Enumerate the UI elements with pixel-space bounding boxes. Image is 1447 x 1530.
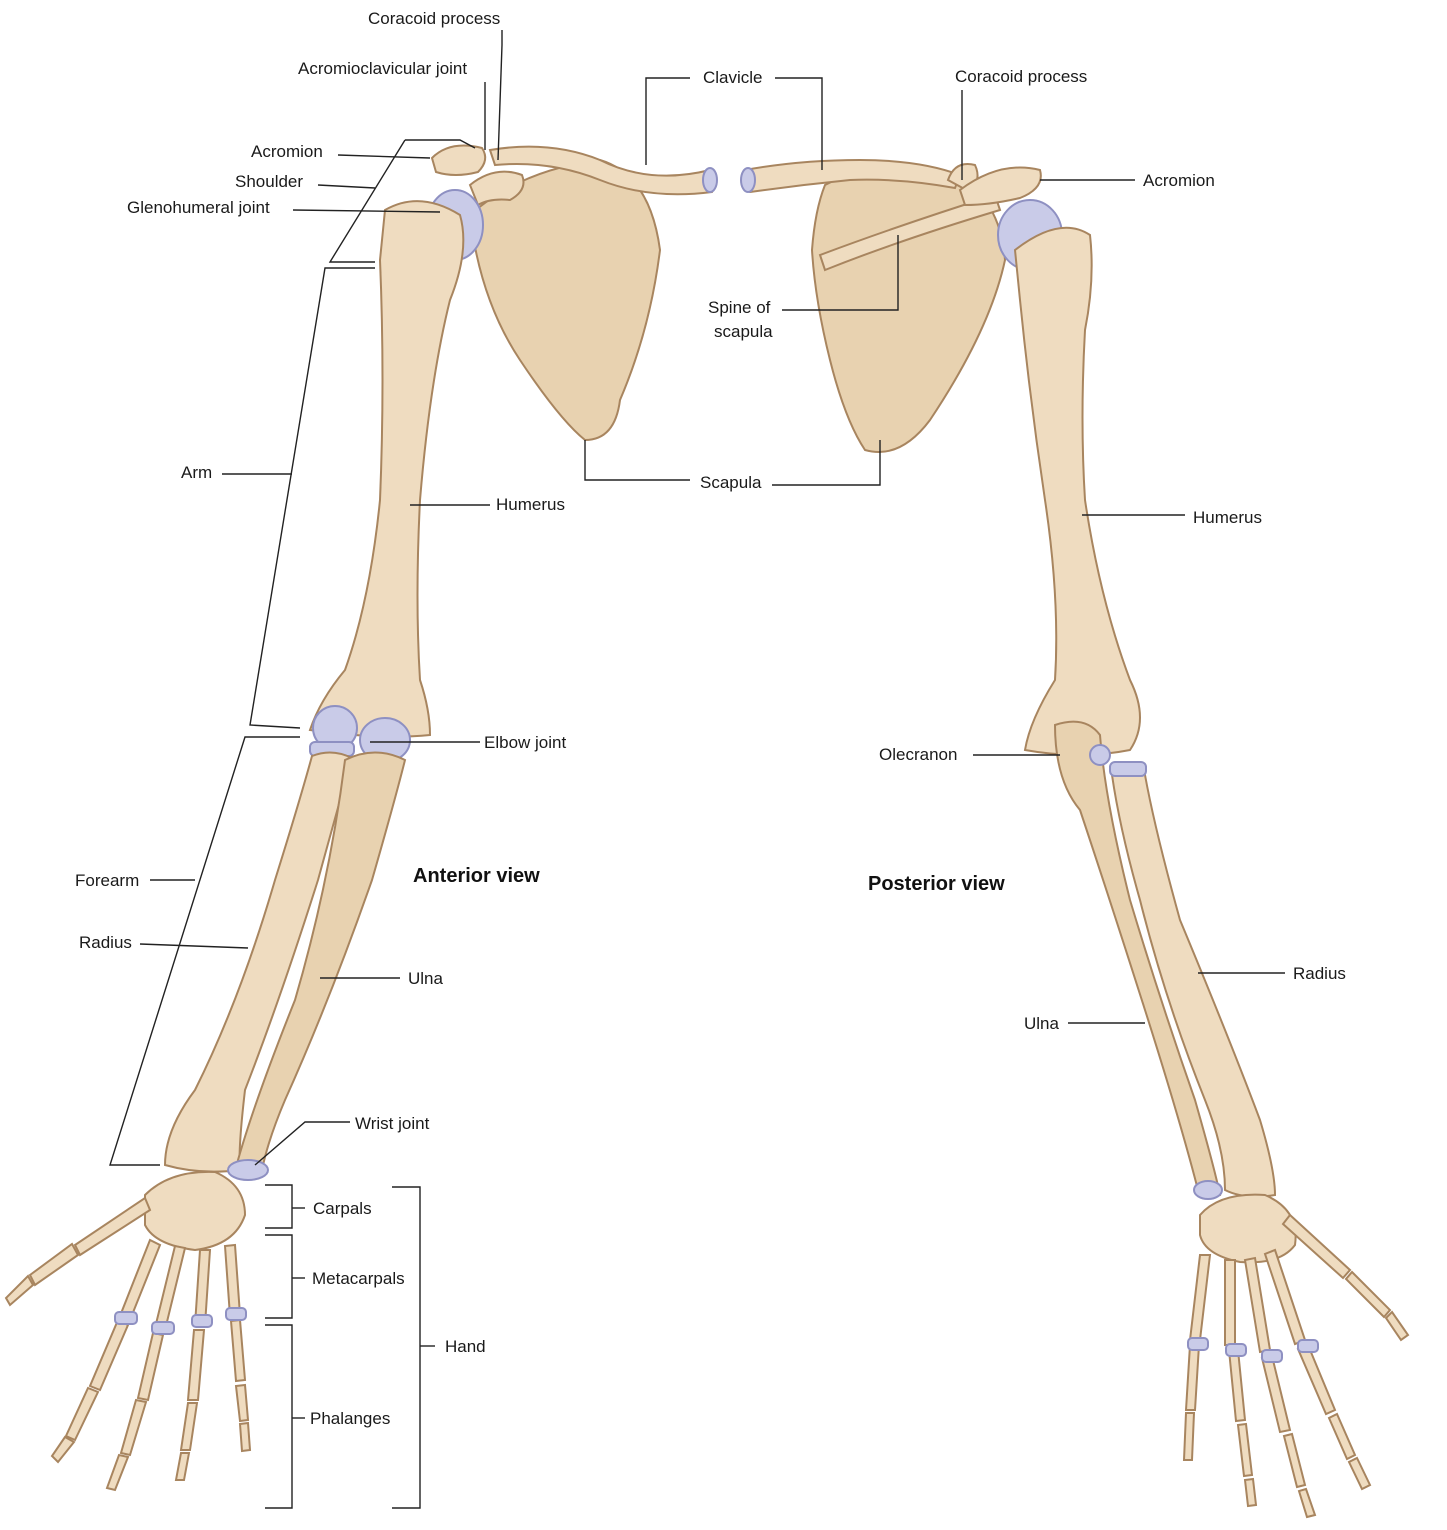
posterior-elbow-cartilage	[1090, 745, 1110, 765]
label-posterior-radius: Radius	[1293, 964, 1346, 983]
label-arm: Arm	[181, 463, 212, 482]
label-metacarpals: Metacarpals	[312, 1269, 405, 1288]
posterior-carpals-bone	[1200, 1195, 1296, 1263]
label-clavicle: Clavicle	[703, 68, 763, 87]
posterior-view-title: Posterior view	[868, 873, 1005, 895]
label-anterior-ulna: Ulna	[408, 969, 444, 988]
label-anterior-radius: Radius	[79, 933, 132, 952]
label-anterior-coracoid-process: Coracoid process	[368, 9, 500, 28]
posterior-bones	[703, 160, 1408, 1517]
label-phalanges: Phalanges	[310, 1409, 390, 1428]
anterior-clavicle-cartilage	[703, 168, 717, 192]
label-acromioclavicular-joint: Acromioclavicular joint	[298, 59, 467, 78]
anterior-wrist-cartilage	[228, 1160, 268, 1180]
label-hand: Hand	[445, 1337, 486, 1356]
anterior-carpals-bone	[145, 1172, 245, 1250]
label-spine-of-scapula-line2: scapula	[714, 322, 773, 341]
label-posterior-acromion: Acromion	[1143, 171, 1215, 190]
label-glenohumeral-joint: Glenohumeral joint	[127, 198, 270, 217]
label-posterior-ulna: Ulna	[1024, 1014, 1060, 1033]
label-carpals: Carpals	[313, 1199, 372, 1218]
anterior-bones	[6, 146, 715, 1490]
leader-lines	[110, 30, 1285, 1508]
posterior-humerus-bone	[1015, 228, 1140, 755]
label-scapula: Scapula	[700, 473, 762, 492]
anterior-humerus-bone	[310, 201, 463, 737]
label-anterior-acromion: Acromion	[251, 142, 323, 161]
label-shoulder: Shoulder	[235, 172, 303, 191]
posterior-clavicle-cartilage	[741, 168, 755, 192]
label-anterior-humerus: Humerus	[496, 495, 565, 514]
anterior-scapula-bone	[470, 160, 660, 440]
posterior-fingers	[1184, 1215, 1408, 1517]
label-spine-of-scapula-line1: Spine of	[708, 298, 771, 317]
label-posterior-coracoid-process: Coracoid process	[955, 67, 1087, 86]
posterior-wrist-cartilage	[1194, 1181, 1222, 1199]
label-posterior-humerus: Humerus	[1193, 508, 1262, 527]
label-olecranon: Olecranon	[879, 745, 957, 764]
label-wrist-joint: Wrist joint	[355, 1114, 430, 1133]
anterior-view-title: Anterior view	[413, 865, 540, 887]
anterior-acromion-bone	[432, 146, 485, 175]
label-forearm: Forearm	[75, 871, 139, 890]
label-elbow-joint: Elbow joint	[484, 733, 566, 752]
posterior-radial-head-cartilage	[1110, 762, 1146, 776]
shared-labels: Clavicle Scapula	[700, 68, 763, 492]
